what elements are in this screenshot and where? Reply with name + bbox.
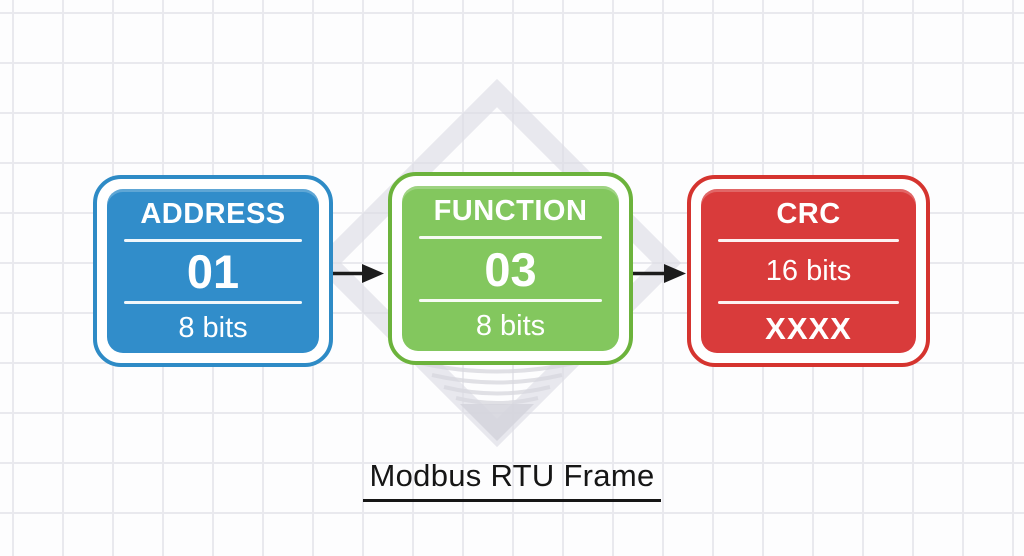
triangle-down-icon — [460, 404, 534, 441]
field-title: CRC — [776, 197, 841, 230]
field-size: 16 bits — [765, 255, 852, 287]
field-title: FUNCTION — [433, 194, 588, 227]
caption-container: Modbus RTU Frame — [0, 458, 1024, 502]
divider — [718, 301, 899, 304]
field-card-address-body: ADDRESS 01 8 bits — [107, 189, 319, 353]
field-card-address: ADDRESS 01 8 bits — [93, 175, 333, 367]
divider — [123, 239, 303, 242]
field-card-crc-body: CRC 16 bits XXXX — [701, 189, 916, 353]
diagram-title: Modbus RTU Frame — [363, 458, 661, 502]
field-value: 03 — [484, 242, 537, 296]
field-title: ADDRESS — [140, 197, 286, 230]
field-card-function: FUNCTION 03 8 bits — [388, 172, 633, 365]
field-card-function-body: FUNCTION 03 8 bits — [402, 186, 619, 351]
field-value: XXXX — [765, 311, 852, 346]
field-value: 01 — [186, 245, 240, 298]
field-card-crc: CRC 16 bits XXXX — [687, 175, 930, 367]
divider — [123, 301, 303, 304]
field-size: 8 bits — [475, 310, 546, 342]
field-size: 8 bits — [178, 312, 248, 344]
signal-waves-icon — [419, 361, 575, 405]
divider — [718, 239, 899, 242]
